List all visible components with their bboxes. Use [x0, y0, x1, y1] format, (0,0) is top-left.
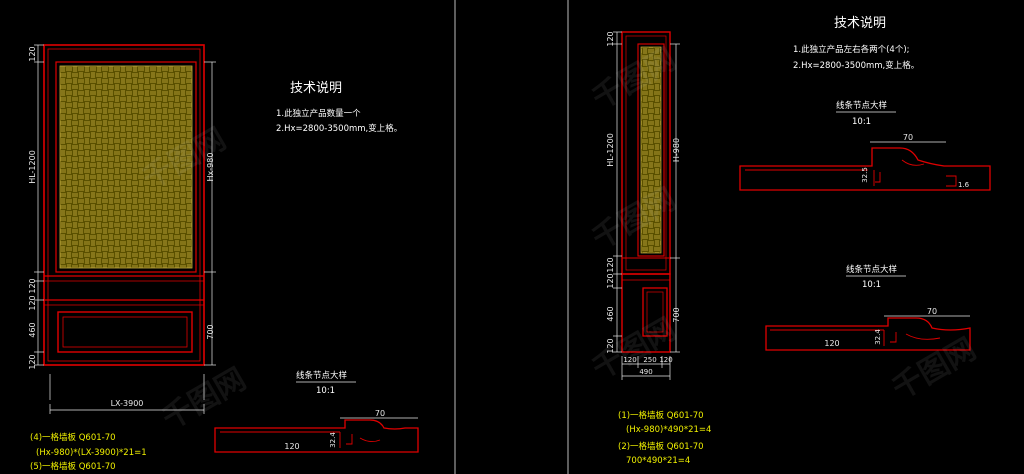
left-lower-panel	[57, 311, 193, 353]
right-part-4: 700*490*21=4	[626, 456, 690, 466]
right-dimension-lines	[613, 31, 680, 380]
left-dimension-lines	[34, 44, 216, 414]
right-molding-detail-2[interactable]: 线条节点大样 10:1 70 120 32.4	[765, 264, 971, 351]
left-elevation[interactable]	[43, 44, 205, 366]
right-dim-panel: 460	[606, 306, 615, 321]
right-detail1-title: 线条节点大样	[836, 100, 888, 111]
right-dim-bottom: 120	[606, 338, 615, 353]
right-detail1-h2: 1.6	[958, 181, 970, 189]
left-dim-hl: HL-1200	[28, 150, 37, 184]
right-detail2-w: 70	[927, 307, 937, 316]
right-detail2-h: 32.4	[874, 329, 882, 345]
right-part-3: (2)一格墙板 Q601-70	[618, 441, 704, 452]
watermark-2: 千图网	[157, 362, 252, 437]
right-molding-detail-1[interactable]: 线条节点大样 10:1 70 32.5 1.6	[739, 100, 991, 191]
right-dim-mid-1: 120	[606, 257, 615, 272]
right-dim-hl: HL-1200	[606, 133, 615, 167]
watermark-6: 千图网	[887, 332, 982, 407]
right-dimension-labels: 120 HL-1200 H-980 120 120 460 700 120 12…	[606, 31, 681, 376]
left-part-2: (Hx-980)*(LX-3900)*21=1	[36, 448, 147, 458]
right-tech-note-2: 2.Hx=2800-3500mm,变上格。	[793, 60, 919, 71]
left-dim-panel: 460	[28, 322, 37, 337]
left-detail-h: 32.4	[329, 432, 337, 448]
left-tech-notes: 技术说明 1.此独立产品数量一个 2.Hx=2800-3500mm,变上格。	[276, 81, 402, 134]
right-part-1: (1)一格墙板 Q601-70	[618, 410, 704, 421]
left-lattice-panel	[59, 65, 193, 269]
left-detail-w: 70	[375, 409, 385, 418]
right-part-2: (Hx-980)*490*21=4	[626, 425, 711, 435]
right-tech-note-1: 1.此独立产品左右各两个(4个);	[793, 44, 910, 55]
left-dim-mid-1: 120	[28, 278, 37, 293]
left-detail-title: 线条节点大样	[296, 370, 348, 381]
watermark-4: 千图网	[587, 182, 682, 257]
right-tech-title: 技术说明	[834, 16, 886, 31]
right-detail2-len: 120	[824, 339, 839, 348]
right-parts-list: (1)一格墙板 Q601-70 (Hx-980)*490*21=4 (2)一格墙…	[618, 410, 711, 466]
left-detail-len: 120	[284, 442, 299, 451]
left-part-1: (4)一格墙板 Q601-70	[30, 432, 116, 443]
left-detail-scale: 10:1	[316, 386, 335, 396]
left-dim-hr: Hx-980	[206, 153, 215, 182]
right-elevation[interactable]	[621, 31, 671, 353]
watermark-3: 千图网	[587, 42, 682, 117]
right-detail2-title: 线条节点大样	[846, 264, 898, 275]
left-dim-mid-2: 120	[28, 295, 37, 310]
left-dim-width: LX-3900	[111, 399, 144, 408]
left-tech-note-1: 1.此独立产品数量一个	[276, 108, 361, 119]
left-tech-note-2: 2.Hx=2800-3500mm,变上格。	[276, 123, 402, 134]
right-dim-right-low: 700	[672, 307, 681, 322]
right-lattice-panel	[640, 46, 662, 254]
right-dim-top: 120	[606, 31, 615, 46]
right-dim-w3: 120	[659, 356, 672, 364]
left-dim-bottom: 120	[28, 354, 37, 369]
left-dim-top: 120	[28, 46, 37, 61]
left-dimension-labels: 120 HL-1200 Hx-980 120 120 460 120 700 L…	[28, 46, 215, 408]
right-dim-w1: 120	[623, 356, 636, 364]
right-tech-notes: 技术说明 1.此独立产品左右各两个(4个); 2.Hx=2800-3500mm,…	[793, 16, 919, 71]
right-dim-mid-2: 120	[606, 273, 615, 288]
left-parts-list: (4)一格墙板 Q601-70 (Hx-980)*(LX-3900)*21=1 …	[30, 432, 147, 472]
watermark-5: 千图网	[587, 312, 682, 387]
left-dim-right-low: 700	[206, 324, 215, 339]
right-detail1-h1: 32.5	[861, 167, 869, 183]
right-detail1-w: 70	[903, 133, 913, 142]
right-dim-w2: 250	[643, 356, 656, 364]
left-molding-detail[interactable]: 线条节点大样 10:1 70 120 32.4	[214, 370, 419, 453]
right-detail2-scale: 10:1	[862, 280, 881, 290]
left-part-3: (5)一格墙板 Q601-70	[30, 461, 116, 472]
right-dim-hr: H-980	[672, 138, 681, 162]
right-lower-panel	[642, 287, 668, 337]
right-detail1-scale: 10:1	[852, 117, 871, 127]
right-dim-total: 490	[639, 368, 652, 376]
left-tech-title: 技术说明	[290, 81, 342, 96]
